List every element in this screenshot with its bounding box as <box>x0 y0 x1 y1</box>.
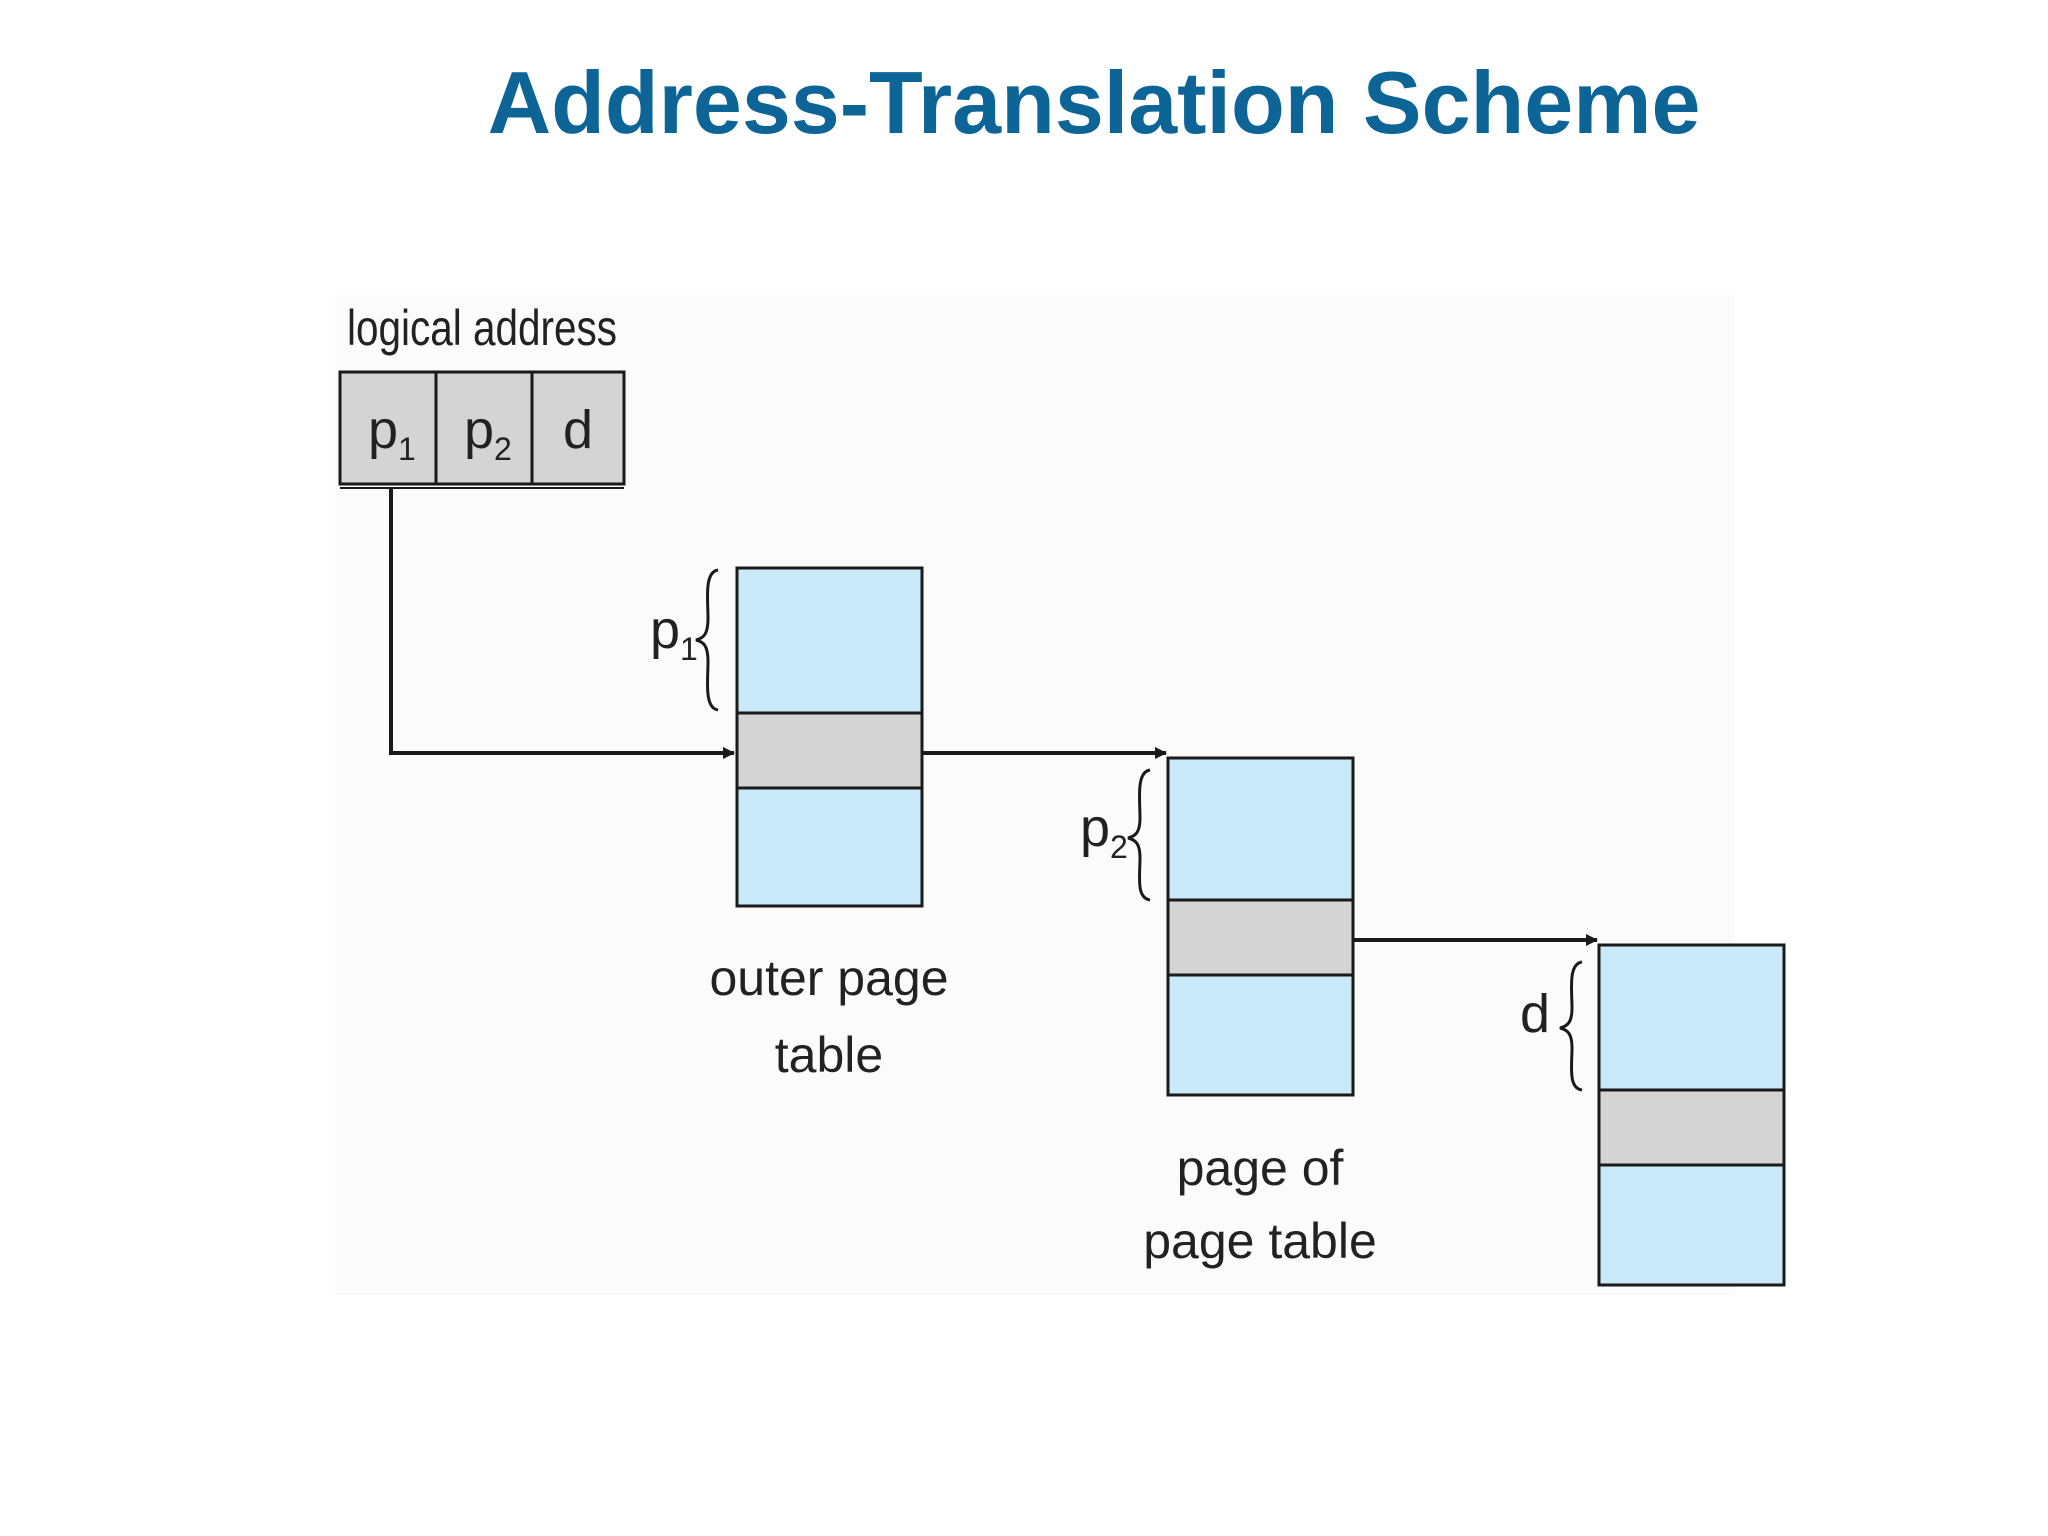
page-of-page-table-label-line2: page table <box>1143 1213 1377 1269</box>
outer-page-table <box>735 566 924 908</box>
outer-page-table-label-line2: table <box>775 1027 883 1083</box>
page-offset-label: d <box>1520 984 1550 1044</box>
page-of-page-table-label-line1: page of <box>1177 1140 1344 1196</box>
page-entry <box>1597 1088 1786 1167</box>
p1-to-outer-table-arrow <box>389 488 735 759</box>
inner-table-entry <box>1166 898 1355 977</box>
outer-table-top <box>735 566 924 715</box>
inner-table-offset-brace <box>1127 768 1151 902</box>
field-p2-label: p2 <box>464 400 512 467</box>
logical-address-box: p1 p2 d <box>338 370 626 489</box>
inner-table-top <box>1166 756 1355 902</box>
logical-address-field-d <box>530 370 626 486</box>
outer-page-table-label-line1: outer page <box>709 950 948 1006</box>
outer-table-entry <box>735 711 924 790</box>
page-offset-brace <box>1559 960 1583 1092</box>
page-top <box>1597 943 1786 1092</box>
page-bottom <box>1597 1163 1786 1287</box>
outer-table-offset-label: p1 <box>650 600 698 667</box>
logical-address-field-p2 <box>434 370 534 486</box>
field-d-label: d <box>563 400 593 460</box>
slide-title: Address-Translation Scheme <box>487 53 1701 152</box>
outer-table-bottom <box>735 786 924 908</box>
page <box>1597 943 1786 1287</box>
logical-address-label: logical address <box>347 300 617 356</box>
field-p1-label: p1 <box>368 400 416 467</box>
inner-table-bottom <box>1166 973 1355 1097</box>
logical-address-field-p1 <box>338 370 438 486</box>
outer-table-offset-brace <box>695 568 719 712</box>
inner-table-offset-label: p2 <box>1080 798 1128 865</box>
page-of-page-table <box>1166 756 1355 1097</box>
